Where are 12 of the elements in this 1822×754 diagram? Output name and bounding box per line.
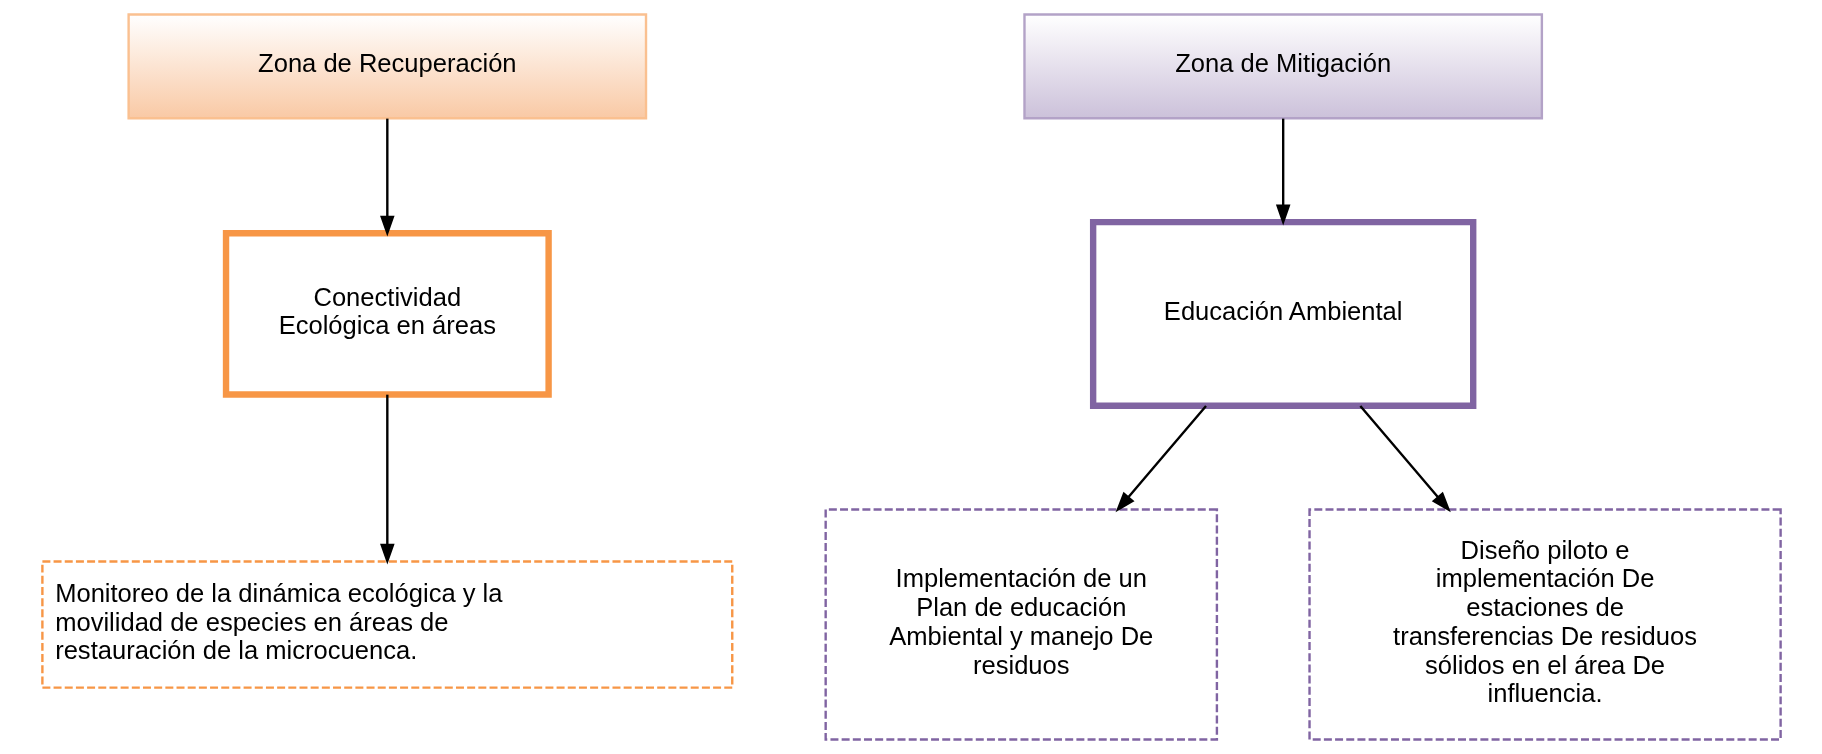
node-box: Implementación de un Plan de educación Ambiental y manejo De residuos (823, 508, 1218, 741)
node-box: Conectividad Ecológica en áreas (222, 230, 552, 398)
arrow (379, 118, 395, 237)
node-box: Educación Ambiental (1089, 218, 1476, 409)
node-box: Zona de Recuperación (126, 13, 647, 120)
arrow (1115, 405, 1207, 513)
arrow (1358, 405, 1451, 513)
arrow (379, 394, 395, 565)
node-box: Diseño piloto e implementación De estaciones de transferencias De residuos sólidos en el área De influencia. (1307, 508, 1782, 741)
node-box: Zona de Mitigación (1022, 13, 1543, 120)
arrow (1275, 118, 1290, 226)
node-box: Monitoreo de la dinámica ecológica y la movilidad de especies en áreas de restauración de la microcuenca. (40, 560, 733, 689)
